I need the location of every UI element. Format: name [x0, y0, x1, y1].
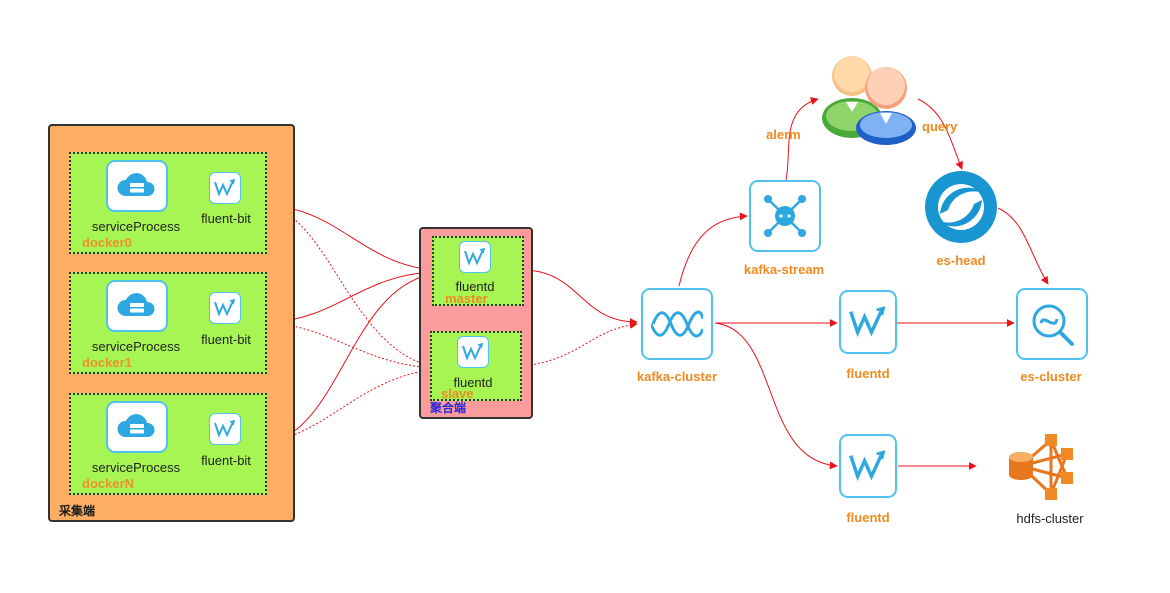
edge-eshead-escluster: [997, 207, 1049, 285]
es-cluster-icon: [1016, 288, 1088, 360]
edge-kafka-stream: [678, 212, 748, 287]
fluentd-icon: [459, 241, 491, 273]
edge-users-eshead: [917, 98, 963, 170]
service-process-label: serviceProcess: [91, 219, 181, 234]
collector-group-label: 采集端: [59, 504, 96, 518]
service-process-label: serviceProcess: [91, 339, 181, 354]
fluentd-es-label: fluentd: [846, 366, 890, 381]
docker-container-n: dockerN: [69, 393, 267, 495]
fluentd-master-label: fluentd: [455, 279, 495, 294]
docker-tag: docker0: [82, 235, 132, 250]
fluent-bit-label: fluent-bit: [201, 453, 251, 468]
es-head-icon: [924, 170, 998, 244]
fluent-bit-label: fluent-bit: [201, 332, 251, 347]
fluent-bit-icon: [209, 292, 241, 324]
fluentd-icon: [839, 290, 897, 354]
docker-tag: docker1: [82, 355, 132, 370]
fluentd-slave-label: fluentd: [453, 375, 493, 390]
edge-master-kafka: [521, 269, 638, 326]
users-icon: [820, 52, 916, 146]
edge-slave-kafka: [521, 320, 638, 367]
aggregator-group-label: 聚合端: [430, 401, 467, 415]
fluentd-icon: [839, 434, 897, 498]
slave-role-label: slave: [441, 386, 474, 401]
edge-stream-users: [785, 97, 819, 181]
query-edge-label: query: [922, 119, 958, 134]
cloud-server-icon: [106, 401, 168, 453]
fluent-bit-icon: [209, 413, 241, 445]
hdfs-cluster-label: hdfs-cluster: [1016, 511, 1084, 526]
hdfs-cluster-icon: [1005, 430, 1079, 504]
fluent-bit-icon: [209, 172, 241, 204]
alerm-edge-label: alerm: [766, 127, 801, 142]
docker-tag: dockerN: [82, 476, 135, 491]
cloud-server-icon: [106, 160, 168, 212]
master-role-label: master: [445, 291, 488, 306]
kafka-cluster-label: kafka-cluster: [636, 369, 718, 384]
fluent-bit-label: fluent-bit: [201, 211, 251, 226]
kafka-cluster-icon: [641, 288, 713, 360]
cloud-server-icon: [106, 280, 168, 332]
fluentd-icon: [457, 336, 489, 368]
service-process-label: serviceProcess: [91, 460, 181, 475]
fluentd-hdfs-label: fluentd: [846, 510, 890, 525]
kafka-stream-label: kafka-stream: [743, 262, 825, 277]
es-cluster-label: es-cluster: [1020, 369, 1082, 384]
es-head-label: es-head: [936, 253, 986, 268]
kafka-stream-icon: [749, 180, 821, 252]
docker-container-1: docker1: [69, 272, 267, 374]
edge-kafka-fluentd-hdfs: [714, 322, 838, 470]
